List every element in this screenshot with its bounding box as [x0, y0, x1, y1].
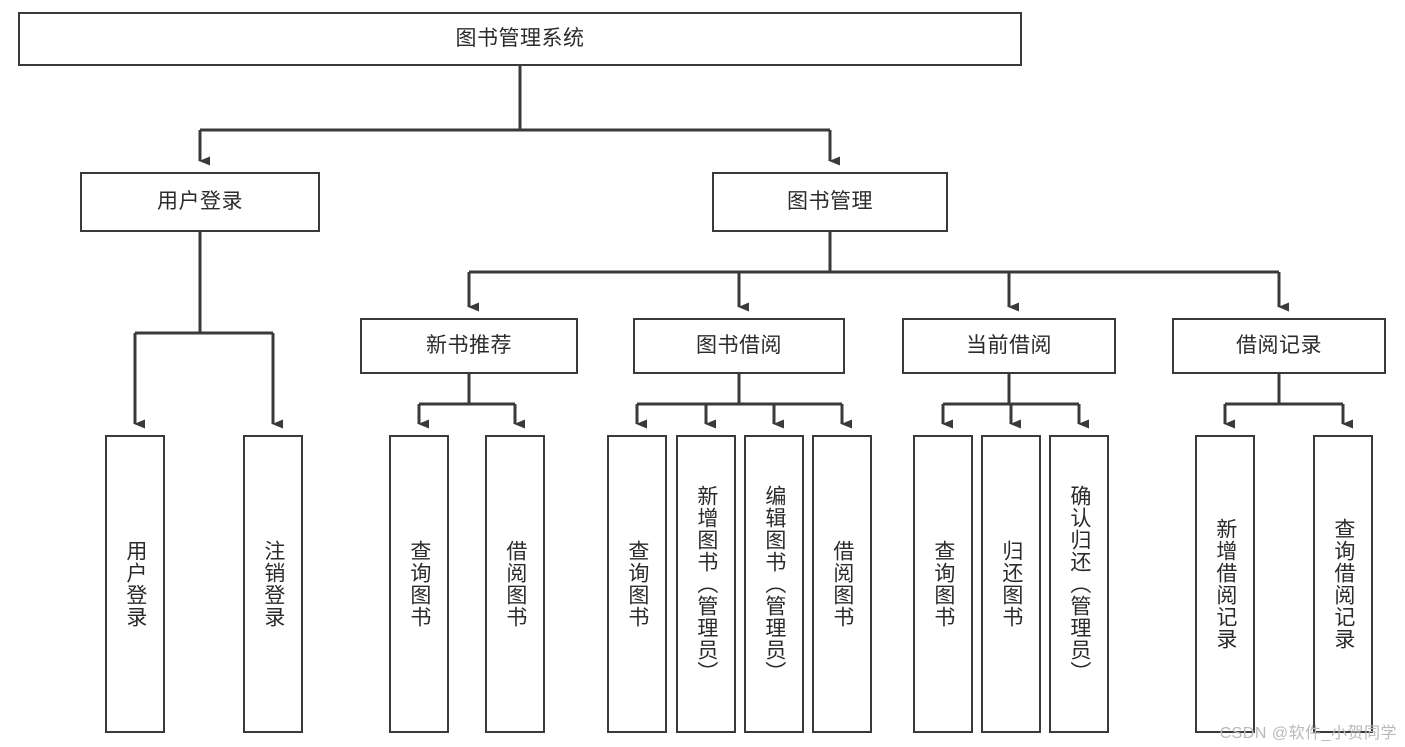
node-label: 确认归还（管理员） [1067, 485, 1091, 683]
connector-lines [133, 66, 1353, 429]
node-label: 借阅图书 [830, 540, 854, 628]
node-current-borrow[interactable]: 当前借阅 [902, 318, 1116, 374]
node-borrow-record[interactable]: 借阅记录 [1172, 318, 1386, 374]
leaf-query-book-borrow[interactable]: 查询图书 [607, 435, 667, 733]
leaf-logout[interactable]: 注销登录 [243, 435, 303, 733]
node-user-login[interactable]: 用户登录 [80, 172, 320, 232]
leaf-query-book-recommend[interactable]: 查询图书 [389, 435, 449, 733]
node-label: 查询图书 [625, 540, 649, 628]
leaf-edit-book-admin[interactable]: 编辑图书（管理员） [744, 435, 804, 733]
node-label: 编辑图书（管理员） [762, 485, 786, 683]
node-label: 新增借阅记录 [1213, 518, 1237, 650]
node-label: 图书管理 [787, 190, 873, 214]
leaf-return-book[interactable]: 归还图书 [981, 435, 1041, 733]
node-label: 用户登录 [123, 540, 147, 628]
node-label: 新书推荐 [426, 334, 512, 358]
leaf-add-book-admin[interactable]: 新增图书（管理员） [676, 435, 736, 733]
node-label: 当前借阅 [966, 334, 1052, 358]
leaf-user-login[interactable]: 用户登录 [105, 435, 165, 733]
node-label: 归还图书 [999, 540, 1023, 628]
node-label: 新增图书（管理员） [694, 485, 718, 683]
node-book-management[interactable]: 图书管理 [712, 172, 948, 232]
node-label: 借阅记录 [1236, 334, 1322, 358]
watermark-text: CSDN @软件_小贺同学 [1219, 725, 1397, 742]
leaf-confirm-return-admin[interactable]: 确认归还（管理员） [1049, 435, 1109, 733]
leaf-borrow-book-recommend[interactable]: 借阅图书 [485, 435, 545, 733]
leaf-query-book-current[interactable]: 查询图书 [913, 435, 973, 733]
leaf-add-borrow-record[interactable]: 新增借阅记录 [1195, 435, 1255, 733]
leaf-borrow-book[interactable]: 借阅图书 [812, 435, 872, 733]
node-label: 图书管理系统 [455, 27, 585, 51]
node-label: 查询图书 [931, 540, 955, 628]
node-label: 查询图书 [407, 540, 431, 628]
node-label: 借阅图书 [503, 540, 527, 628]
node-label: 注销登录 [261, 540, 285, 628]
node-label: 查询借阅记录 [1331, 518, 1355, 650]
node-book-borrow[interactable]: 图书借阅 [633, 318, 845, 374]
node-root[interactable]: 图书管理系统 [18, 12, 1022, 66]
node-label: 图书借阅 [696, 334, 782, 358]
leaf-query-borrow-record[interactable]: 查询借阅记录 [1313, 435, 1373, 733]
node-new-book-recommend[interactable]: 新书推荐 [360, 318, 578, 374]
node-label: 用户登录 [157, 190, 243, 214]
